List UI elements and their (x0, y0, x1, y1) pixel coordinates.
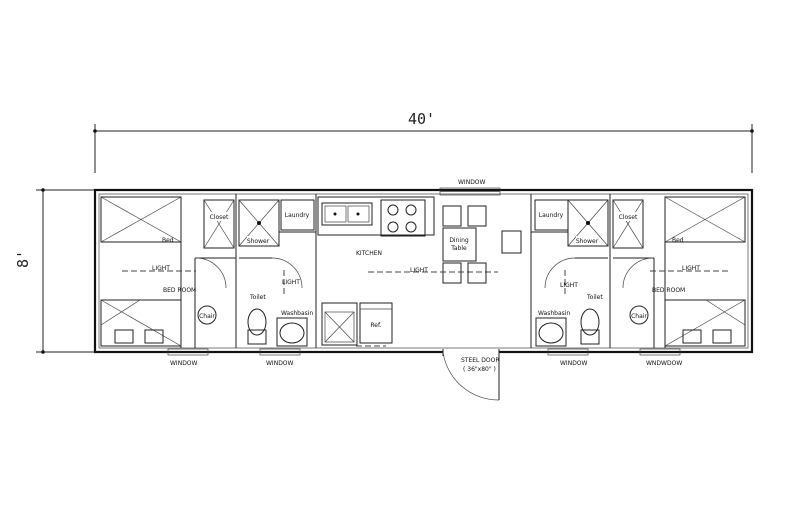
left-closet-label: Closet (210, 214, 229, 221)
right-chair-label: Chair (631, 313, 647, 320)
right-bath-window-label: WINDOW (560, 360, 588, 367)
left-laundry (280, 199, 315, 231)
left-laundry-label: Laundry (285, 212, 310, 219)
right-toilet-label: Toilet (586, 294, 603, 301)
right-bedroom-light-label: LIGHT (682, 265, 700, 272)
left-bed-label: Bed (162, 237, 174, 244)
length-dimension-label: 40' (408, 110, 435, 128)
left-bath-light-label: LIGHT (282, 279, 300, 286)
steel-door: STEEL DOOR ( 36"x80" ) (442, 349, 500, 401)
dining-sideboard (501, 230, 522, 254)
left-bathroom: Shower Laundry Toilet Washbasin LIGHT WI… (238, 194, 317, 367)
kitchen-cabinet (321, 302, 358, 346)
refrigerator-label: Ref. (370, 322, 381, 329)
left-pillow-1 (114, 329, 134, 344)
length-dimension: 40' (93, 110, 754, 173)
left-shower (238, 199, 280, 247)
right-closet-label: Closet (619, 214, 638, 221)
width-dimension-label: 8' (14, 250, 32, 268)
dining-chair-2 (467, 205, 487, 227)
steel-door-label: STEEL DOOR (461, 357, 500, 364)
right-bedroom-window-label: WNDWDOW (646, 360, 682, 367)
right-lower-bed (664, 299, 746, 347)
left-washbasin (279, 322, 305, 344)
left-bedroom: Bed Closet LIGHT BED ROOM Chair WINDOW (100, 194, 237, 367)
top-window: WINDOW (439, 179, 501, 196)
left-washbasin-label: Washbasin (281, 310, 313, 317)
dining-chair-3 (442, 262, 462, 284)
left-chair-label: Chair (199, 313, 215, 320)
right-bed-label: Bed (672, 237, 684, 244)
right-washbasin (538, 322, 564, 344)
right-toilet (580, 308, 600, 336)
right-bedroom: Closet Bed LIGHT BED ROOM Chair WNDWDOW (612, 196, 746, 367)
right-pillow-2 (712, 329, 732, 344)
kitchen: KITCHEN LIGHT Dining Table Ref. (317, 196, 522, 347)
dining-chair-4 (467, 262, 487, 284)
right-chair (629, 305, 649, 325)
left-toilet-label: Toilet (249, 294, 266, 301)
right-shower-label: Shower (576, 238, 599, 245)
right-closet (612, 199, 644, 249)
left-bedroom-light-label: LIGHT (152, 265, 170, 272)
refrigerator (359, 302, 393, 344)
dining-table (442, 227, 477, 262)
kitchen-light-label: LIGHT (410, 267, 428, 274)
right-washbasin-label: Washbasin (538, 310, 570, 317)
right-shower (567, 199, 609, 247)
kitchen-stove (380, 199, 426, 237)
left-bedroom-window-label: WINDOW (170, 360, 198, 367)
right-pillow-1 (682, 329, 702, 344)
right-bathroom: Laundry Shower LIGHT Washbasin Toilet WI… (530, 194, 611, 367)
top-window-label: WINDOW (458, 179, 486, 186)
kitchen-counter (317, 196, 435, 236)
left-bedroom-label: BED ROOM (163, 287, 196, 294)
width-dimension: 8' (14, 188, 94, 354)
dining-chair-1 (442, 205, 462, 227)
right-bath-light-label: LIGHT (560, 282, 578, 289)
table-label: Table (450, 245, 467, 252)
right-bed (664, 196, 746, 243)
left-closet (203, 199, 235, 249)
outer-walls (93, 188, 754, 354)
steel-door-size-label: ( 36"x80" ) (463, 366, 496, 373)
left-bath-window-label: WINDOW (266, 360, 294, 367)
right-laundry-label: Laundry (539, 212, 564, 219)
kitchen-label: KITCHEN (356, 250, 382, 257)
left-pillow-2 (144, 329, 164, 344)
left-chair (197, 305, 217, 325)
dining-label: Dining (449, 237, 469, 244)
left-toilet (247, 308, 267, 336)
left-shower-label: Shower (247, 238, 270, 245)
right-bedroom-label: BED ROOM (652, 287, 685, 294)
kitchen-sink (321, 202, 373, 226)
